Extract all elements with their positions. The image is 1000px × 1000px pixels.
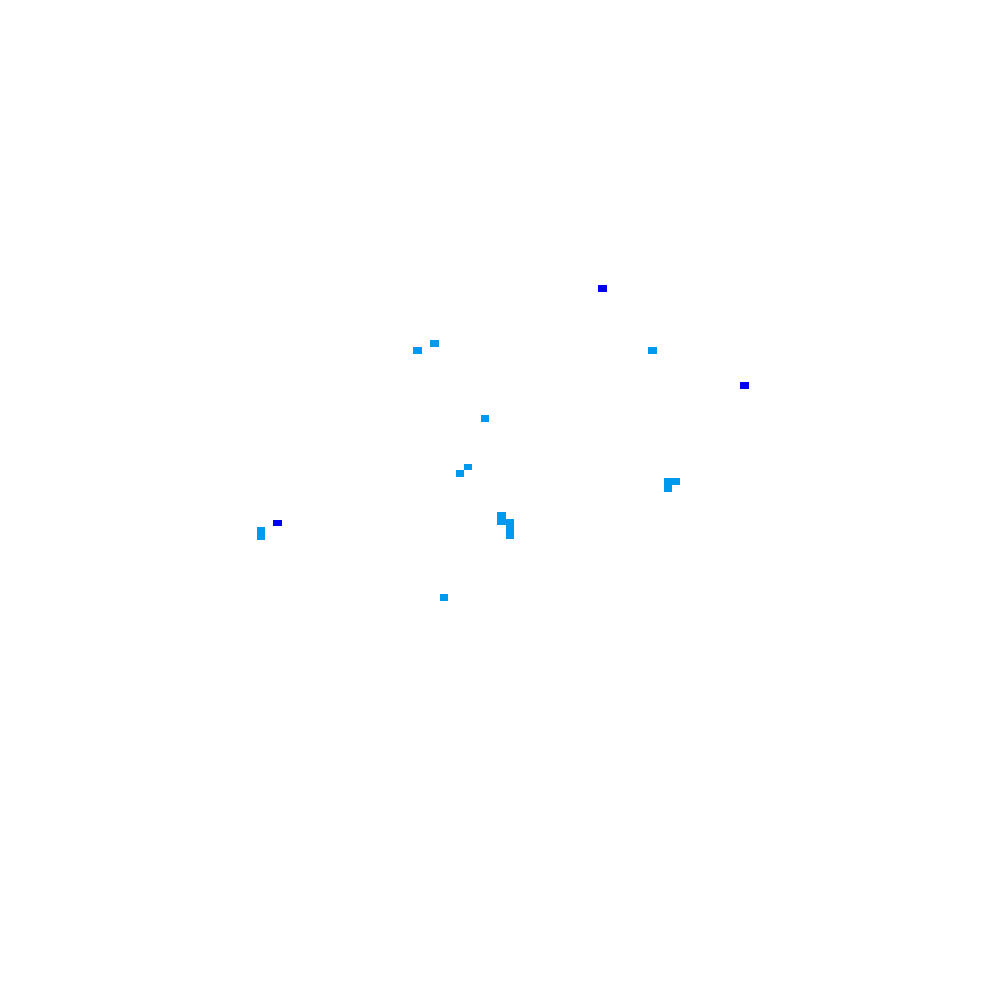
pixel-light [664, 485, 672, 492]
pixel-light [440, 594, 448, 601]
pixel-dark [273, 520, 282, 526]
pixel-light [413, 347, 422, 354]
pixel-light [456, 470, 464, 477]
pixel-light [506, 525, 514, 539]
pixel-light [497, 512, 506, 519]
pixel-dark [740, 382, 749, 389]
pixel-light [430, 340, 439, 347]
pixel-light [481, 415, 489, 422]
pixel-light [257, 527, 265, 540]
pixel-light [664, 478, 680, 485]
pixel-light [497, 519, 514, 525]
pixel-light [464, 464, 472, 470]
pixel-dark [598, 285, 607, 292]
pixel-light [648, 347, 657, 354]
